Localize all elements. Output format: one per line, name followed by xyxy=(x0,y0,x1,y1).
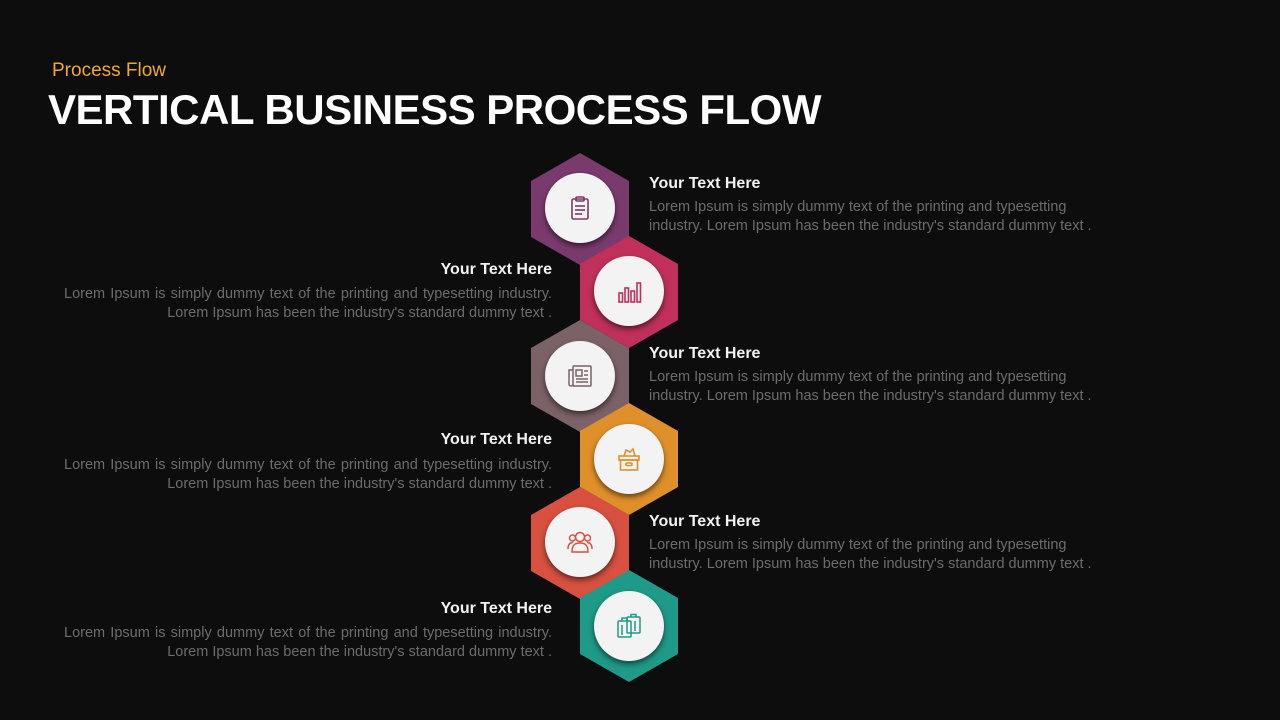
archive-box-icon xyxy=(618,447,640,471)
step-1-heading: Your Text Here xyxy=(649,175,761,192)
step-6-heading: Your Text Here xyxy=(440,600,552,617)
newspaper-icon xyxy=(568,365,592,387)
step-3-body: Lorem Ipsum is simply dummy text of the … xyxy=(649,369,1092,404)
step-3-heading: Your Text Here xyxy=(649,345,761,362)
slide-title: VERTICAL BUSINESS PROCESS FLOW xyxy=(48,86,821,133)
step-2-body: Lorem Ipsum is simply dummy text of the … xyxy=(64,286,552,321)
step-5-disc xyxy=(545,507,615,577)
step-2-disc xyxy=(594,256,664,326)
step-1-body: Lorem Ipsum is simply dummy text of the … xyxy=(649,199,1092,234)
step-6-disc xyxy=(594,591,664,661)
step-2-heading: Your Text Here xyxy=(440,261,552,278)
step-1-disc xyxy=(545,173,615,243)
slide-subtitle: Process Flow xyxy=(52,60,167,81)
bar-chart-icon xyxy=(618,282,642,303)
step-3-disc xyxy=(545,341,615,411)
step-4-heading: Your Text Here xyxy=(440,431,552,448)
clipboard-icon xyxy=(571,196,589,220)
step-5-body: Lorem Ipsum is simply dummy text of the … xyxy=(649,537,1092,572)
step-4-disc xyxy=(594,424,664,494)
step-4-body: Lorem Ipsum is simply dummy text of the … xyxy=(64,457,552,492)
users-icon xyxy=(567,531,593,553)
step-5-heading: Your Text Here xyxy=(649,513,761,530)
briefcases-icon xyxy=(617,613,641,638)
step-6-body: Lorem Ipsum is simply dummy text of the … xyxy=(64,625,552,660)
